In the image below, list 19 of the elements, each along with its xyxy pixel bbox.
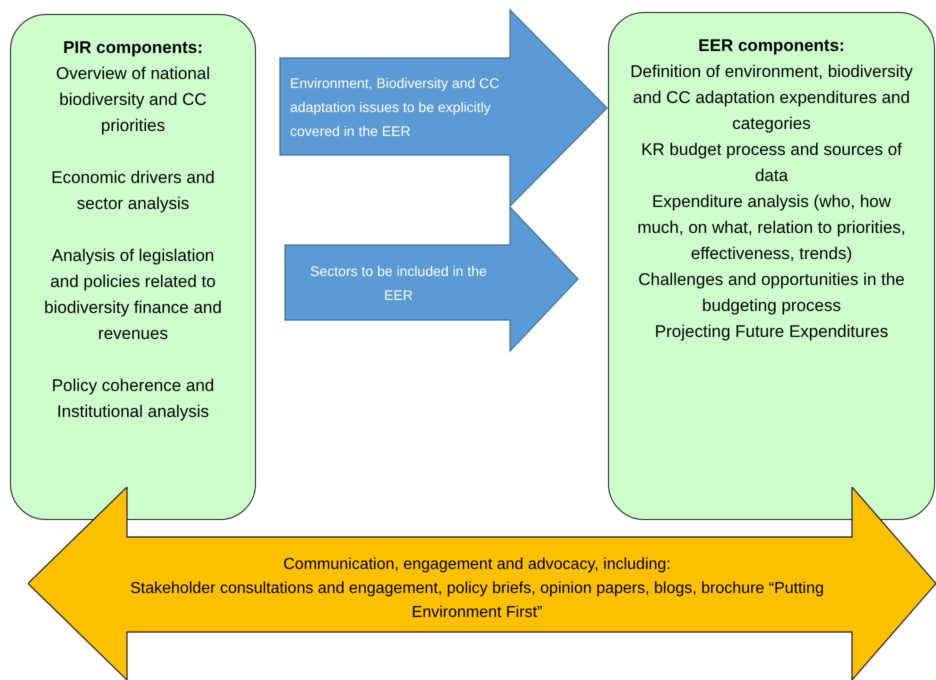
node-text: Overview of national biodiversity and CC priorities xyxy=(54,63,212,137)
rounded-box xyxy=(10,14,256,520)
node-text: Analysis of legislation and policies related to biodiversity finance and revenues xyxy=(43,245,223,345)
node-text: Expenditure analysis (who, how much, on what, relation to priorities, effectiveness, trends) xyxy=(636,191,907,265)
node-text: Challenges and opportunities in the budgeting process xyxy=(637,269,906,317)
node-text: EER components: xyxy=(698,35,845,57)
node-text: PIR components: xyxy=(63,37,203,59)
rounded-box xyxy=(608,12,935,520)
node-text: KR budget process and sources of data xyxy=(640,139,903,187)
edge-label: Sectors to be included in the EER xyxy=(309,262,488,304)
node-text: Communication, engagement and advocacy, including: xyxy=(282,554,672,574)
node-text: Stakeholder consultations and engagement, policy briefs, opinion papers, blogs, brochure “Putting Environment First” xyxy=(129,578,825,622)
node-text: Policy coherence and Institutional analysis xyxy=(50,375,216,423)
node-text: Definition of environment, biodiversity and CC adaptation expenditures and categories xyxy=(629,61,914,135)
node-text: Economic drivers and sector analysis xyxy=(50,167,216,215)
block-arrow xyxy=(284,206,579,352)
edge-label: Environment, Biodiversity and CC adaptation issues to be explicitly covered in the EER xyxy=(290,74,500,140)
node-text: Projecting Future Expenditures xyxy=(654,321,888,343)
block-arrow xyxy=(279,8,608,208)
